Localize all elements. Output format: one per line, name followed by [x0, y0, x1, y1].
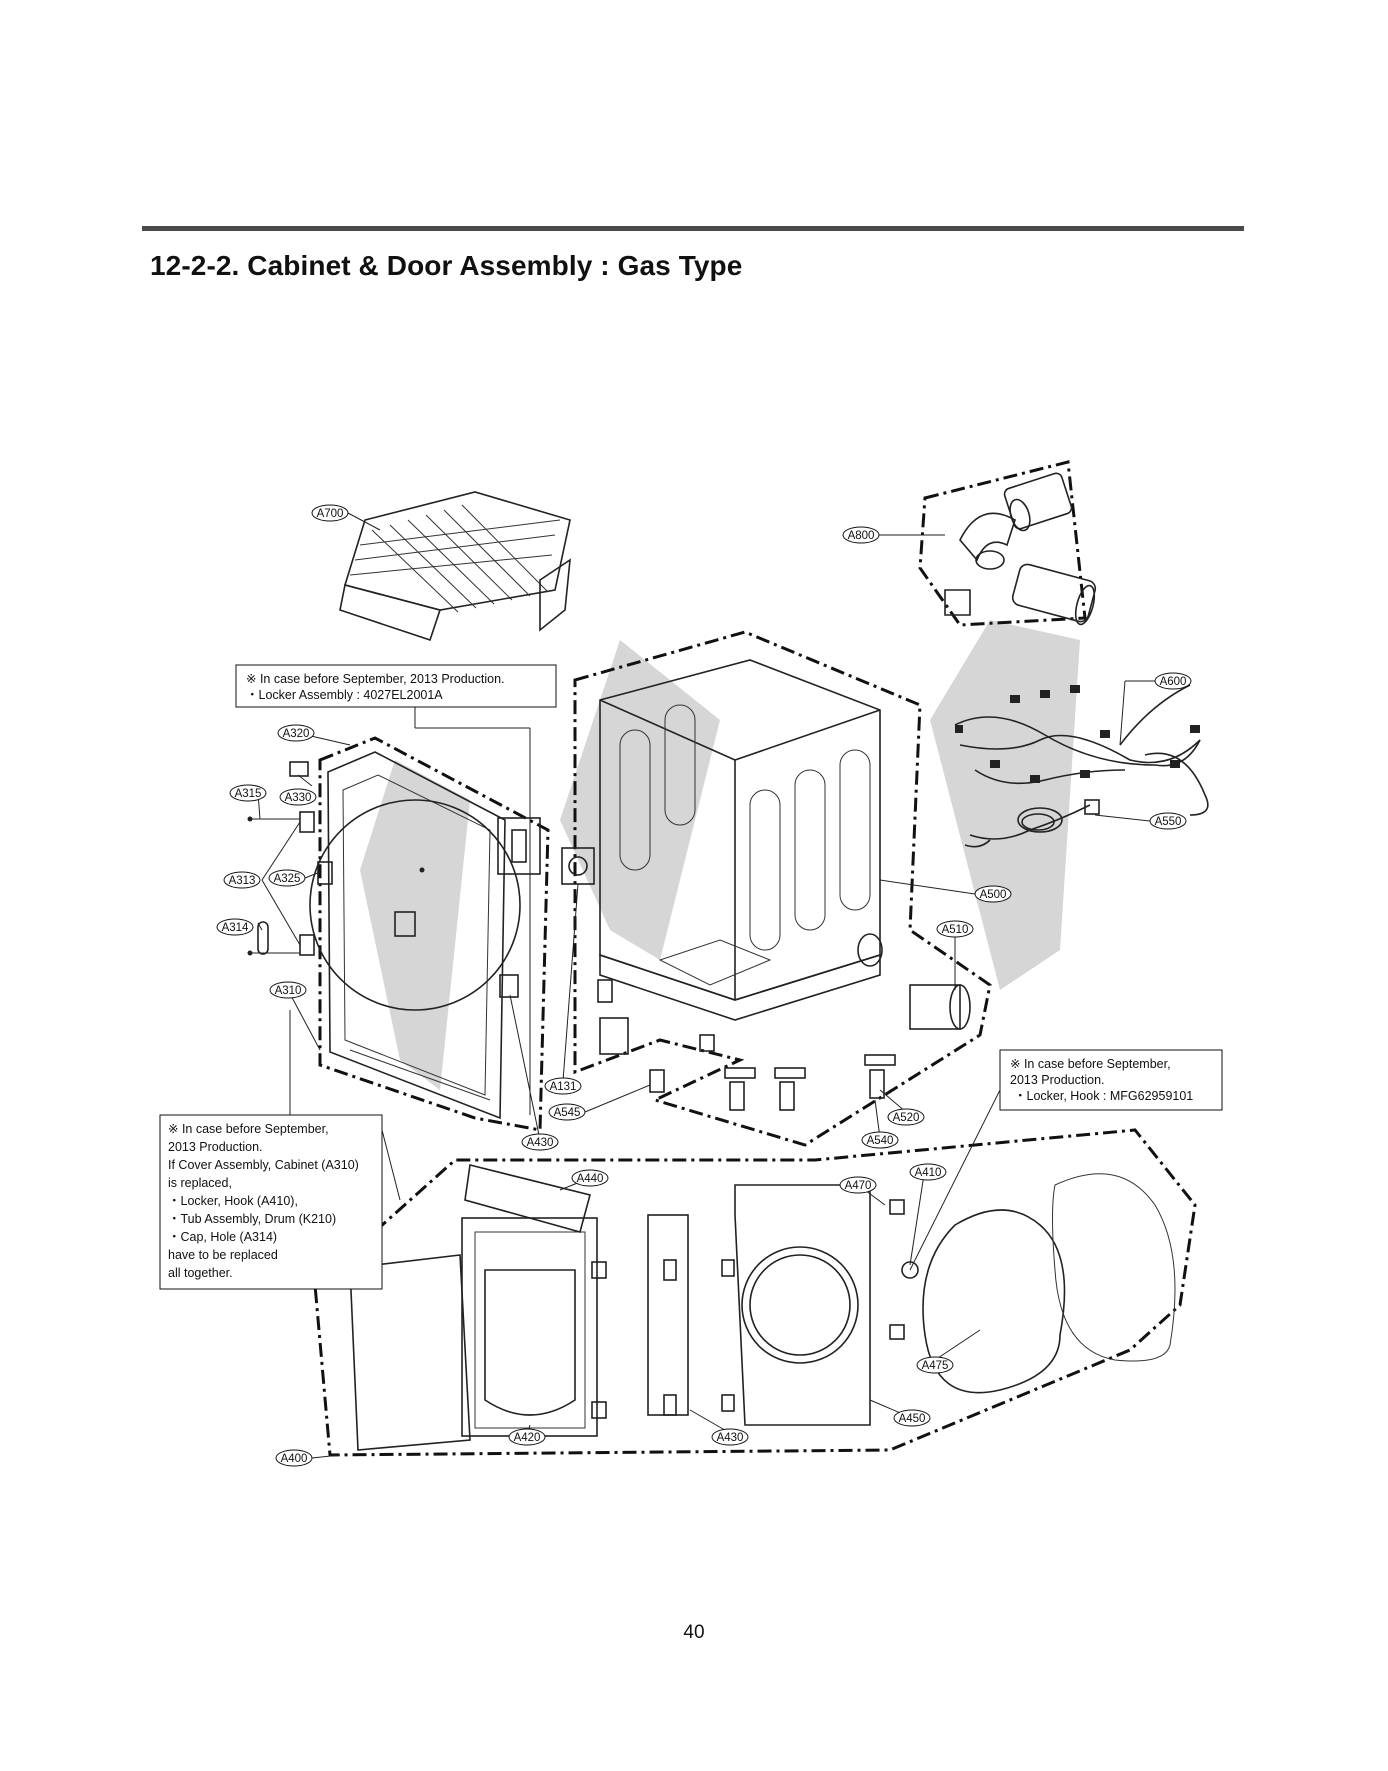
callout-a450: A450 [893, 1409, 931, 1427]
note-cover-line-8: have to be replaced [168, 1248, 278, 1262]
svg-text:A700: A700 [317, 508, 344, 520]
callout-a325: A325 [268, 869, 306, 887]
cover-cabinet-part [309, 751, 541, 1120]
a450-inner-door-part [721, 1184, 871, 1426]
note-locker-hook-line-2: 2013 Production. [1010, 1073, 1105, 1087]
svg-text:A325: A325 [274, 873, 301, 885]
svg-text:A314: A314 [222, 922, 249, 934]
callout-a314: A314 [216, 918, 254, 936]
note-cover-line-1: ※ In case before September, [168, 1122, 329, 1136]
note-locker-hook-line-3: ・Locker, Hook : MFG62959101 [1014, 1089, 1193, 1103]
callout-a131: A131 [544, 1077, 582, 1095]
cabinet-feet-part [597, 979, 896, 1111]
note-cover-line-6: ・Tub Assembly, Drum (K210) [168, 1212, 336, 1226]
svg-text:A440: A440 [577, 1173, 604, 1185]
callout-a520: A520 [887, 1108, 925, 1126]
callout-a310: A310 [269, 981, 307, 999]
callout-a313: A313 [223, 871, 261, 889]
section-title: 12-2-2. Cabinet & Door Assembly : Gas Ty… [150, 250, 743, 281]
svg-text:A550: A550 [1155, 816, 1182, 828]
svg-text:A310: A310 [275, 985, 302, 997]
exhaust-duct-part [944, 472, 1097, 626]
top-panel-part [339, 491, 571, 642]
door-glass-part [1052, 1173, 1176, 1362]
a600-wire-harness-part [954, 684, 1209, 816]
svg-text:A475: A475 [922, 1360, 949, 1372]
a550-power-cord-part [964, 799, 1100, 848]
callout-leaders [257, 512, 1155, 1459]
svg-text:A540: A540 [867, 1135, 894, 1147]
note-cover-line-4: is replaced, [168, 1176, 232, 1190]
svg-text:A320: A320 [283, 728, 310, 740]
note-locker-assembly-line-1: ※ In case before September, 2013 Product… [246, 672, 505, 686]
callout-a470: A470 [839, 1176, 877, 1194]
callout-a315: A315 [229, 784, 267, 802]
callout-a320: A320 [277, 724, 315, 742]
callout-a510: A510 [936, 920, 974, 938]
svg-text:A131: A131 [550, 1081, 577, 1093]
cabinet-group-border [573, 630, 992, 1147]
svg-text:A313: A313 [229, 875, 256, 887]
callout-a420: A420 [508, 1428, 546, 1446]
cover-group-border [318, 736, 550, 1132]
a510-duct-part [909, 984, 971, 1030]
callout-a550: A550 [1149, 812, 1187, 830]
note-cover-line-3: If Cover Assembly, Cabinet (A310) [168, 1158, 359, 1172]
callout-a540: A540 [861, 1131, 899, 1149]
callout-a500: A500 [974, 885, 1012, 903]
callout-a545: A545 [548, 1103, 586, 1121]
a440-strip-part [464, 1164, 591, 1233]
svg-text:A520: A520 [893, 1112, 920, 1124]
callout-a800: A800 [842, 526, 880, 544]
svg-text:A410: A410 [915, 1167, 942, 1179]
svg-text:A430: A430 [527, 1137, 554, 1149]
callout-a330: A330 [279, 788, 317, 806]
svg-text:A545: A545 [554, 1107, 581, 1119]
callout-a440: A440 [571, 1169, 609, 1187]
note-cover-line-2: 2013 Production. [168, 1140, 263, 1154]
note-cover-line-5: ・Locker, Hook (A410), [168, 1194, 298, 1208]
door-panel-part [349, 1254, 471, 1451]
note-locker-hook-line-1: ※ In case before September, [1010, 1057, 1171, 1071]
svg-text:A430: A430 [717, 1432, 744, 1444]
cabinet-part [599, 659, 883, 1021]
svg-text:A420: A420 [514, 1432, 541, 1444]
callout-a410: A410 [909, 1163, 947, 1181]
callout-a600: A600 [1154, 672, 1192, 690]
note-locker-assembly: ※ In case before September, 2013 Product… [235, 664, 557, 708]
note-locker-hook: ※ In case before September, 2013 Product… [999, 1049, 1223, 1111]
callout-a400: A400 [275, 1449, 313, 1467]
door-group-border [313, 1128, 1197, 1457]
svg-text:A500: A500 [980, 889, 1007, 901]
part-callouts: A700 A800 A600 A550 A500 A510 A320 A315 … [216, 504, 1192, 1467]
note-leader-lines [289, 707, 1001, 1271]
svg-text:A510: A510 [942, 924, 969, 936]
a475-gasket-part [922, 1209, 1066, 1394]
note-cover-line-7: ・Cap, Hole (A314) [168, 1230, 277, 1244]
door-frame-part [461, 1217, 607, 1437]
callout-a700: A700 [311, 504, 349, 522]
svg-text:A600: A600 [1160, 676, 1187, 688]
section-rule [142, 226, 1244, 231]
callout-a475: A475 [916, 1356, 954, 1374]
svg-text:A800: A800 [848, 530, 875, 542]
note-locker-assembly-line-2: ・Locker Assembly : 4027EL2001A [246, 688, 443, 702]
callout-a430-top: A430 [521, 1133, 559, 1151]
page-number: 40 [683, 1622, 705, 1643]
svg-text:A450: A450 [899, 1413, 926, 1425]
a470-a410-parts [889, 1199, 919, 1340]
svg-text:A400: A400 [281, 1453, 308, 1465]
a430-hinge-part [647, 1214, 689, 1416]
note-cover-assembly: ※ In case before September, 2013 Product… [159, 1114, 383, 1290]
note-cover-line-9: all together. [168, 1266, 233, 1280]
svg-text:A330: A330 [285, 792, 312, 804]
callout-a430-bottom: A430 [711, 1428, 749, 1446]
svg-text:A315: A315 [235, 788, 262, 800]
svg-text:A470: A470 [845, 1180, 872, 1192]
